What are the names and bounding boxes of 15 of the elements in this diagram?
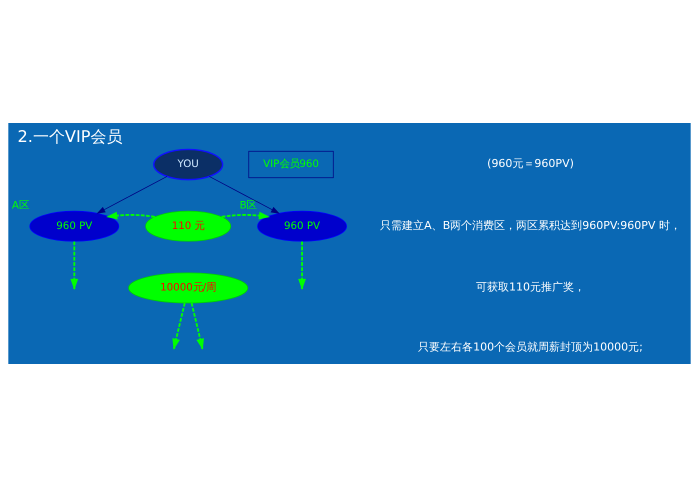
arrow <box>208 176 280 214</box>
label: 只要左右各100个会员就周薪封顶为10000元; <box>418 340 643 353</box>
arrow <box>222 211 270 219</box>
node-ellipse: 10000元/周 <box>128 272 248 303</box>
node-label: B区 <box>240 198 257 211</box>
node-label: A区 <box>12 198 29 211</box>
node-ellipse: YOU <box>153 148 224 180</box>
label: (960元＝960PV) <box>487 156 574 170</box>
arrow <box>106 211 155 219</box>
label: 可获取110元推广奖， <box>476 280 586 294</box>
arrow <box>96 176 168 214</box>
diagram-title: 2.一个VIP会员 <box>18 126 123 146</box>
label: 只需建立A、B两个消费区，两区累积达到960PV:960PV 时， <box>380 218 681 232</box>
node-box: VIP会员960 <box>248 150 334 178</box>
node-ellipse: 110 元 <box>145 210 232 242</box>
